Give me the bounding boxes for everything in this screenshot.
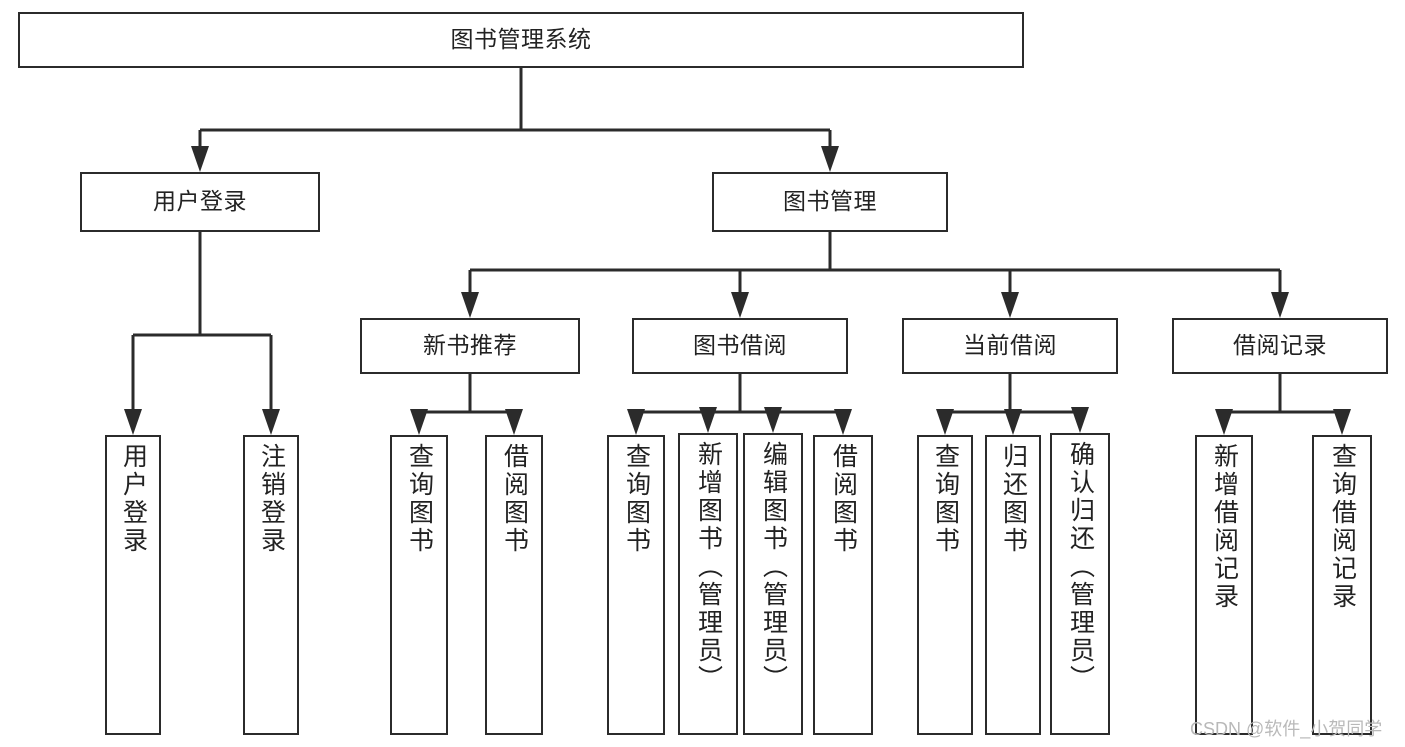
node-leaf-edit-book[interactable]: 编辑图书（管理员） — [743, 433, 803, 735]
node-label: 确认归还（管理员） — [1066, 441, 1095, 693]
node-leaf-user-logout[interactable]: 注销登录 — [243, 435, 299, 735]
node-new-book-rec[interactable]: 新书推荐 — [360, 318, 580, 374]
arrowhead — [764, 407, 782, 433]
node-book-borrow[interactable]: 图书借阅 — [632, 318, 848, 374]
node-label: 图书借阅 — [693, 332, 787, 359]
arrowhead — [627, 409, 645, 435]
node-current-borrow[interactable]: 当前借阅 — [902, 318, 1118, 374]
arrowhead — [1271, 292, 1289, 318]
arrowhead — [731, 292, 749, 318]
arrowhead — [410, 409, 428, 435]
node-label: 注销登录 — [257, 443, 286, 555]
node-leaf-add-book[interactable]: 新增图书（管理员） — [678, 433, 738, 735]
arrowhead — [1001, 292, 1019, 318]
node-label: 查询图书 — [931, 443, 960, 555]
node-leaf-user-login[interactable]: 用户登录 — [105, 435, 161, 735]
arrowhead — [505, 409, 523, 435]
node-label: 查询图书 — [405, 443, 434, 555]
arrowhead — [191, 146, 209, 172]
node-leaf-confirm-ret[interactable]: 确认归还（管理员） — [1050, 433, 1110, 735]
arrowhead — [1215, 409, 1233, 435]
arrowhead — [1333, 409, 1351, 435]
node-leaf-query-record[interactable]: 查询借阅记录 — [1312, 435, 1372, 735]
node-label: 图书管理 — [783, 188, 877, 215]
node-leaf-borrow-book-1[interactable]: 借阅图书 — [485, 435, 543, 735]
node-leaf-borrow-book-2[interactable]: 借阅图书 — [813, 435, 873, 735]
node-label: 新书推荐 — [423, 332, 517, 359]
arrowhead — [262, 409, 280, 435]
arrowhead — [821, 146, 839, 172]
node-label: 归还图书 — [999, 443, 1028, 555]
node-label: 查询借阅记录 — [1328, 443, 1357, 611]
node-label: 新增图书（管理员） — [694, 441, 723, 693]
node-leaf-query-book-1[interactable]: 查询图书 — [390, 435, 448, 735]
node-label: 用户登录 — [119, 443, 148, 555]
arrowhead — [936, 409, 954, 435]
node-leaf-query-book-3[interactable]: 查询图书 — [917, 435, 973, 735]
node-leaf-return-book[interactable]: 归还图书 — [985, 435, 1041, 735]
node-label: 当前借阅 — [963, 332, 1057, 359]
arrowhead — [834, 409, 852, 435]
node-root[interactable]: 图书管理系统 — [18, 12, 1024, 68]
node-user-login[interactable]: 用户登录 — [80, 172, 320, 232]
node-label: 图书管理系统 — [450, 26, 592, 53]
arrowhead — [461, 292, 479, 318]
arrowhead — [1071, 407, 1089, 433]
csdn-watermark: CSDN @软件_小贺同学 — [1190, 719, 1383, 739]
node-borrow-record[interactable]: 借阅记录 — [1172, 318, 1388, 374]
node-label: 借阅图书 — [500, 443, 529, 555]
node-label: 用户登录 — [153, 188, 247, 215]
node-leaf-query-book-2[interactable]: 查询图书 — [607, 435, 665, 735]
arrowhead — [699, 407, 717, 433]
arrowhead — [124, 409, 142, 435]
node-label: 借阅记录 — [1233, 332, 1327, 359]
node-leaf-add-record[interactable]: 新增借阅记录 — [1195, 435, 1253, 735]
node-label: 查询图书 — [622, 443, 651, 555]
arrowhead — [1004, 409, 1022, 435]
node-book-manage[interactable]: 图书管理 — [712, 172, 948, 232]
node-label: 编辑图书（管理员） — [759, 441, 788, 693]
node-label: 新增借阅记录 — [1210, 443, 1239, 611]
node-label: 借阅图书 — [829, 443, 858, 555]
